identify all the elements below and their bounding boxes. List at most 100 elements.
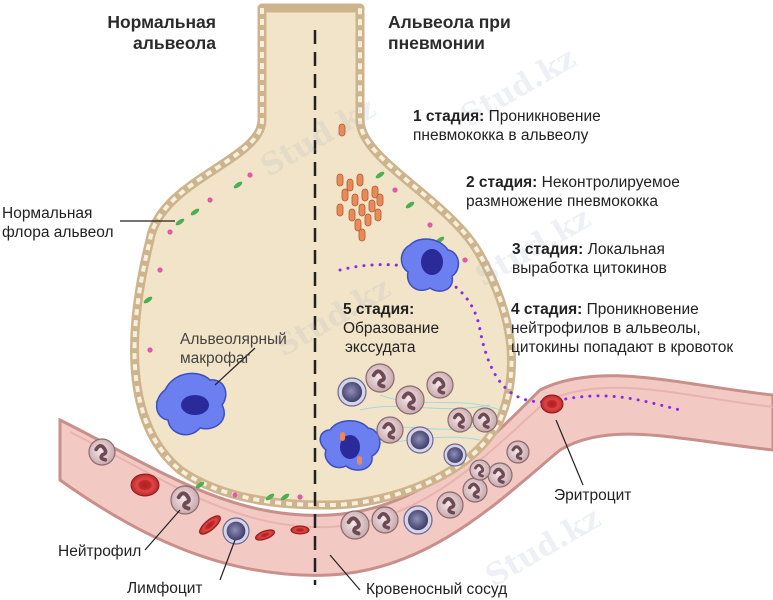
neutrophil-nucleus: [474, 463, 485, 478]
neutrophil-cell: [487, 462, 513, 488]
lymphocyte-nucleus: [447, 447, 463, 463]
neutrophil-cell: [469, 459, 491, 481]
flora-coccus: [157, 267, 163, 273]
pneumococcus: [351, 193, 359, 207]
neutrophil-cell: [170, 485, 200, 515]
pneumococcus: [346, 178, 354, 192]
erythrocyte-cell: [540, 394, 564, 414]
neutrophil-cell: [371, 506, 399, 534]
erythrocyte-center: [295, 528, 305, 532]
neutrophil-membrane: [376, 416, 404, 444]
neutrophil-nucleus: [401, 391, 416, 411]
flora-coccus: [427, 222, 433, 228]
neutrophil-membrane: [340, 510, 370, 540]
neutrophil-nucleus: [371, 369, 386, 389]
macrophage-pneumonia-2: [319, 420, 381, 471]
stage-1-label: 1 стадия: Проникновение пневмококка в ал…: [413, 108, 601, 144]
neutrophil-membrane: [371, 506, 399, 534]
heading-normal: Нормальная альвеола: [107, 12, 216, 53]
pneumococcus: [348, 208, 356, 222]
lymphocyte-nucleus: [407, 509, 429, 531]
lymphocyte-cell: [443, 443, 467, 467]
blood-cells: [88, 363, 564, 545]
lymphocyte-cell: [403, 505, 433, 535]
neutrophil-nucleus: [467, 482, 480, 499]
neutrophil-membrane: [469, 459, 491, 481]
neutrophil-nucleus: [452, 412, 465, 429]
neutrophil-nucleus: [477, 412, 490, 429]
macrophage-pneumonia-1: [400, 238, 460, 292]
erythrocyte-center: [547, 399, 557, 409]
stage-2-label: 2 стадия: Неконтролируемое размножение п…: [466, 174, 680, 210]
flora-coccus: [167, 229, 173, 235]
neutrophil-cell: [506, 440, 530, 464]
erythrocyte-cell: [290, 525, 310, 535]
flora-coccus: [232, 492, 238, 498]
erythrocyte-center: [260, 532, 270, 538]
erythrocyte-cell: [199, 515, 221, 535]
pneumococcus: [374, 208, 382, 222]
neutrophil-cell: [376, 416, 404, 444]
neutrophil-cell: [472, 407, 498, 433]
stage-5-label: 5 стадия: Образование экссудата: [343, 301, 440, 356]
flora-bacterium: [143, 296, 153, 304]
lymphocyte-nucleus: [341, 381, 363, 403]
lymphocyte-nucleus: [410, 430, 430, 450]
erythrocyte-cell: [130, 473, 160, 497]
neutrophil-cell: [365, 363, 395, 393]
erythrocyte-label: Эритроцит: [554, 487, 632, 504]
macrophage-normal: [156, 372, 227, 436]
neutrophil-membrane: [365, 363, 395, 393]
lymphocyte-nucleus: [226, 521, 246, 541]
pneumococcus: [371, 185, 379, 199]
erythrocyte-center: [138, 480, 152, 490]
pneumococcus: [376, 193, 384, 207]
neutrophil-cell: [340, 510, 370, 540]
flora-bacterium: [175, 218, 185, 226]
flora-bacterium: [280, 493, 290, 501]
pneumococcus: [354, 218, 362, 232]
neutrophil-cell: [395, 385, 425, 415]
lymphocyte-cell: [337, 377, 367, 407]
flora-coccus: [297, 494, 303, 500]
neutrophil-membrane: [426, 371, 454, 399]
erythrocyte-center: [205, 520, 215, 530]
alveolus: [130, 3, 516, 510]
neutrophil-membrane: [395, 385, 425, 415]
pneumococcus: [356, 173, 364, 187]
neutrophil-cell: [436, 491, 464, 519]
neutrophil-membrane: [462, 477, 488, 503]
alveolar-flora: [143, 171, 468, 501]
neutrophil-cell: [88, 438, 116, 466]
neutrophil-membrane: [472, 407, 498, 433]
lymphocyte-cell: [406, 426, 434, 454]
neutrophil-nucleus: [432, 377, 446, 395]
flora-coccus: [392, 187, 398, 193]
pneumococcus: [364, 213, 372, 227]
neutrophil-nucleus: [377, 512, 391, 530]
flora-coccus: [207, 197, 213, 203]
neutrophil-nucleus: [492, 467, 505, 484]
flora-bacterium: [190, 208, 200, 216]
stage-4-label: 4 стадия: Проникновение нейтрофилов в ал…: [511, 301, 734, 356]
neutrophil-nucleus: [346, 516, 361, 536]
neutrophil-membrane: [506, 440, 530, 464]
erythrocyte-cell: [255, 529, 275, 541]
neutrophil-cell: [462, 477, 488, 503]
lymphocyte-label: Лимфоцит: [127, 580, 203, 597]
neutrophil-nucleus: [511, 445, 523, 461]
neutrophil-label: Нейтрофил: [58, 543, 142, 560]
pneumococcus: [368, 199, 376, 213]
flora-coccus: [462, 257, 468, 263]
pneumococcus: [336, 173, 344, 187]
stage-3-label: 3 стадия: Локальная выработка цитокинов: [512, 241, 667, 277]
flora-bacterium: [265, 493, 275, 501]
pneumococcus: [358, 203, 366, 217]
pneumococcus: [338, 123, 346, 137]
neutrophil-membrane: [487, 462, 513, 488]
flora-label: Нормальная флора альвеол: [2, 205, 114, 241]
neutrophil-nucleus: [442, 497, 456, 515]
neutrophil-nucleus: [382, 422, 396, 440]
neutrophil-membrane: [170, 485, 200, 515]
